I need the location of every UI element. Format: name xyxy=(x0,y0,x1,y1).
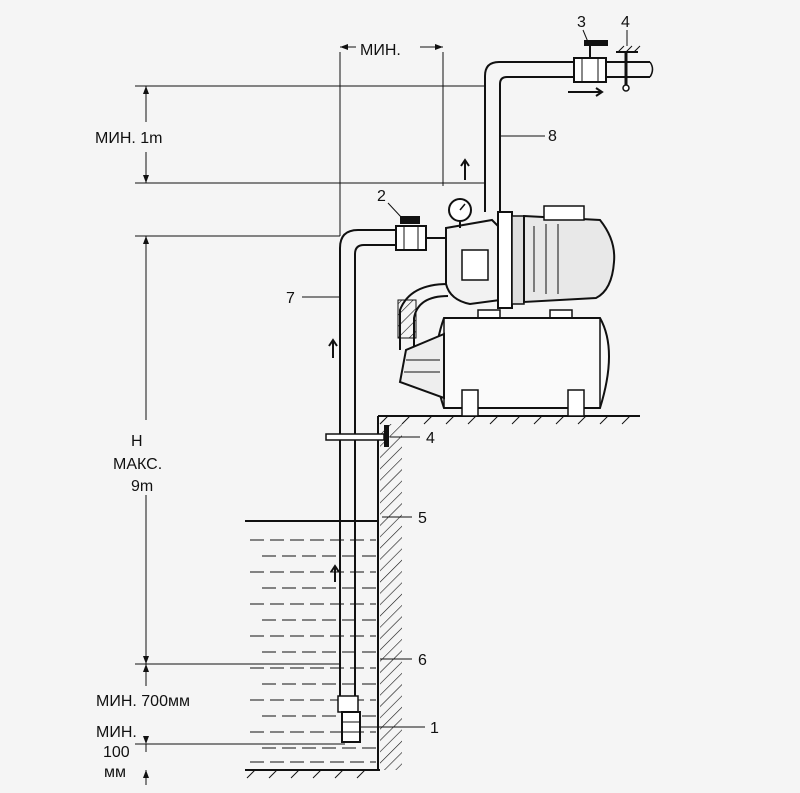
flow-arrow-up-icon xyxy=(330,564,340,582)
pressure-tank xyxy=(398,309,610,417)
dim-max: МАКС. xyxy=(113,456,162,473)
dim-min-700: МИН. 700мм xyxy=(96,693,190,710)
flow-arrow-up-icon xyxy=(460,158,470,180)
callout-2: 2 xyxy=(377,188,386,205)
callout-8: 8 xyxy=(548,128,557,145)
ground xyxy=(245,415,640,779)
dimensions xyxy=(135,44,485,785)
dim-min-100-b: 100 xyxy=(103,744,130,761)
flow-arrow-right-icon xyxy=(568,87,604,97)
callout-5: 5 xyxy=(418,510,427,527)
suction-pipe xyxy=(325,229,400,700)
dim-9m: 9m xyxy=(131,478,153,495)
leader-lines xyxy=(302,29,628,728)
dim-min-100-c: мм xyxy=(104,764,126,781)
pump xyxy=(397,198,616,350)
well-wall-hatch xyxy=(380,424,402,770)
callout-7: 7 xyxy=(286,290,295,307)
dim-h: H xyxy=(131,433,143,450)
shutoff-valve xyxy=(573,40,608,83)
discharge-pipe xyxy=(460,61,654,212)
check-valve xyxy=(395,216,446,251)
bottom-hatch xyxy=(246,769,366,779)
callout-1: 1 xyxy=(430,720,439,737)
pipe-clamp xyxy=(325,433,385,441)
callout-4-top: 4 xyxy=(621,14,630,31)
clamp-bolt xyxy=(384,425,389,447)
callout-3: 3 xyxy=(577,14,586,31)
dim-min-top: МИН. xyxy=(360,42,401,59)
floor-hatch xyxy=(379,415,631,425)
foot-valve xyxy=(337,695,361,743)
callout-4-wall: 4 xyxy=(426,430,435,447)
dim-min-1m: МИН. 1m xyxy=(95,130,163,147)
top-pipe-support xyxy=(616,45,641,92)
flow-arrow-up-icon xyxy=(328,338,338,358)
callout-6: 6 xyxy=(418,652,427,669)
dim-min-100-a: МИН. xyxy=(96,724,137,741)
